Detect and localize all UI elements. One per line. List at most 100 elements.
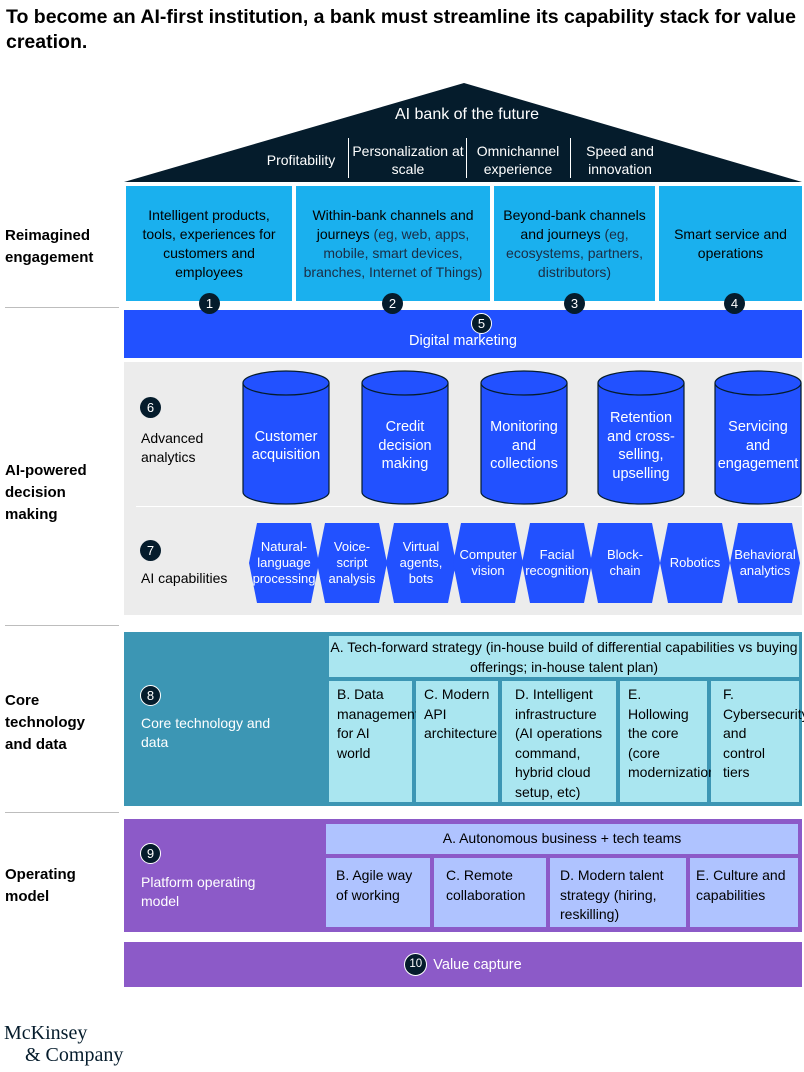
digital-marketing-bar <box>124 310 802 358</box>
engagement-box-4-text: Smart service and operations <box>674 225 787 261</box>
op-cell-agile: B. Agile way of working <box>326 858 430 927</box>
hexagon-facial <box>522 523 592 603</box>
core-cell-title: C. Modern API architecture <box>424 686 498 741</box>
value-capture-content: 10 Value capture <box>124 942 802 987</box>
badge-4: 4 <box>724 293 745 314</box>
hexagon-behavioral <box>730 523 800 603</box>
engagement-box-3-detail: (eg, ecosystems, partners, distributors) <box>506 225 643 280</box>
value-speed: Speed and innovation <box>586 143 654 177</box>
core-cell-hollowing-core: E. Hollowing the core (core modernizatio… <box>620 681 721 802</box>
hexagon-label-1: Natural-language processing <box>252 539 316 586</box>
value-personalization: Personalization at scale <box>352 143 464 177</box>
cylinder-label-2: Credit decision making <box>378 419 432 473</box>
autonomous-teams: A. Autonomous business + tech teams <box>326 824 798 854</box>
hexagon-label-3: Virtual agents, bots <box>399 539 443 586</box>
engagement-box-2: Within-bank channels and journeys (eg, w… <box>296 186 490 301</box>
value-capture-bar <box>124 942 802 987</box>
decision-panel-divider <box>136 506 802 507</box>
engagement-box-3: Beyond-bank channels and journeys (eg, e… <box>494 186 655 301</box>
hexagon-blockchain <box>590 523 660 603</box>
value-separator <box>570 138 571 178</box>
op-cell-title: B. Agile way of working <box>336 867 413 903</box>
op-cell-remote: C. Remote collaboration <box>434 858 546 927</box>
cylinder-credit-decision <box>361 370 449 505</box>
badge-3: 3 <box>564 293 585 314</box>
row-divider <box>5 812 119 813</box>
mckinsey-logo: McKinsey & Company <box>4 1022 123 1066</box>
engagement-box-1: Intelligent products, tools, experiences… <box>126 186 292 301</box>
core-cell-infrastructure: D. Intelligent infrastructure (AI operat… <box>502 681 616 802</box>
core-cell-api-architecture: C. Modern API architecture <box>416 681 498 802</box>
cylinder-customer-acquisition <box>242 370 330 505</box>
badge-10: 10 <box>404 953 428 976</box>
core-cell-title: D. Intelligent infrastructure <box>515 686 597 722</box>
roof-title: AI bank of the future <box>394 106 540 123</box>
value-profitability: Profitability <box>266 152 336 168</box>
row-divider <box>5 625 119 626</box>
hexagon-robotics <box>660 523 730 603</box>
op-cell-detail: (hiring, reskilling) <box>560 886 657 923</box>
ai-capability-hexagons <box>249 523 800 603</box>
core-cell-detail: (AI operations command, hybrid cloud set… <box>515 725 603 800</box>
badge-6: 6 <box>140 397 161 418</box>
badge-9: 9 <box>140 843 161 864</box>
value-capture-label: Value capture <box>433 956 522 973</box>
core-tech-label: Core technology and data <box>141 715 271 750</box>
advanced-analytics-label: Advanced analytics <box>141 430 204 465</box>
badge-5: 5 <box>471 313 492 334</box>
row-label-core: Core technology and data <box>5 692 86 753</box>
op-cell-title: D. Modern talent strategy <box>560 867 664 903</box>
hexagon-virtual <box>386 523 456 603</box>
digital-marketing-label: Digital marketing <box>409 333 517 349</box>
op-cell-title: C. Remote collaboration <box>446 867 526 903</box>
cylinder-label-3: Monitoring and collections <box>490 419 558 473</box>
operating-model-label: Platform operating model <box>141 874 256 909</box>
logo-line-2: & Company <box>25 1044 124 1066</box>
op-cell-culture: E. Culture and capabilities <box>690 858 798 927</box>
roof-shape <box>124 83 802 182</box>
engagement-box-3-text: Beyond-bank channels and journeys <box>503 206 646 242</box>
row-label-operating: Operating model <box>5 866 76 905</box>
op-cell-talent: D. Modern talent strategy (hiring, reski… <box>550 858 686 927</box>
value-omnichannel: Omnichannel experience <box>476 143 560 177</box>
hexagon-label-5: Facial recognition <box>525 547 589 578</box>
core-cell-cybersecurity: F. Cybersecurity and control tiers <box>711 681 804 802</box>
badge-1: 1 <box>199 293 220 314</box>
core-cell-detail: (core modernization) <box>628 744 721 781</box>
logo-line-1: McKinsey <box>4 1022 88 1044</box>
engagement-box-1-text: Intelligent products, tools, experiences… <box>142 206 276 280</box>
badge-8: 8 <box>140 685 161 706</box>
tech-forward-strategy: A. Tech-forward strategy (in-house build… <box>329 636 799 677</box>
row-divider <box>5 307 119 308</box>
row-label-engagement: Reimagined engagement <box>5 227 94 266</box>
cylinder-label-1: Customer acquisition <box>251 428 321 464</box>
core-cell-title: E. Hollowing the core <box>628 686 689 741</box>
engagement-box-4: Smart service and operations <box>659 186 802 301</box>
tech-forward-strategy-title: A. Tech-forward strategy <box>330 639 482 655</box>
hexagon-label-8: Behavioral analytics <box>734 547 796 578</box>
core-cell-title: B. Data management for AI world <box>337 686 419 761</box>
core-cell-title: F. Cybersecurity and control tiers <box>723 686 804 780</box>
hexagon-nlp <box>249 523 319 603</box>
tech-forward-strategy-detail: (in-house build of differential capabili… <box>469 639 798 675</box>
cylinder-label-4: Retention and cross-selling, upselling <box>607 410 675 482</box>
cylinder-retention <box>597 370 685 505</box>
ai-capabilities-label: AI capabilities <box>141 570 228 586</box>
badge-2: 2 <box>382 293 403 314</box>
page-title: To become an AI-first institution, a ban… <box>6 6 796 53</box>
cylinder-servicing <box>714 370 802 505</box>
analytics-cylinders <box>242 370 802 505</box>
badge-7: 7 <box>140 540 161 561</box>
engagement-box-2-text: Within-bank channels and journeys <box>312 206 474 242</box>
row-label-decision: AI-powered decision making <box>5 462 87 523</box>
value-separator <box>466 138 467 178</box>
hexagon-label-2: Voice-script analysis <box>328 539 376 586</box>
cylinder-label-5: Servicing and engagement <box>717 419 799 473</box>
hexagon-voice <box>317 523 387 603</box>
hexagon-vision <box>453 523 523 603</box>
core-cell-data-management: B. Data management for AI world <box>329 681 419 802</box>
cylinder-monitoring <box>480 370 568 505</box>
engagement-box-2-detail: (eg, web, apps, mobile, smart devices, b… <box>303 225 483 280</box>
hexagon-label-6: Block-chain <box>606 547 644 578</box>
hexagon-label-7: Robotics <box>669 555 721 570</box>
